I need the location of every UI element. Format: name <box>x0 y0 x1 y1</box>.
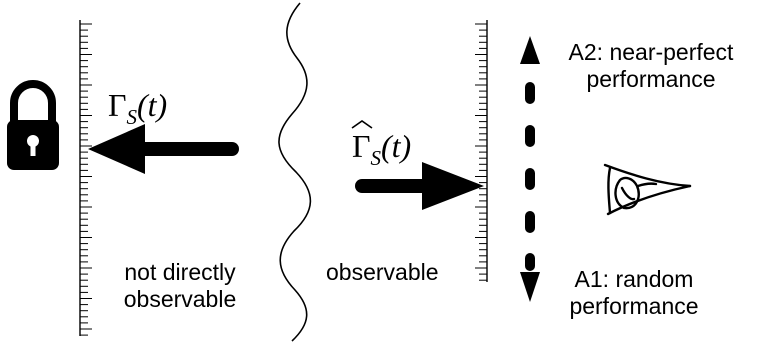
gamma-hat-s-label: Γ S(t) <box>351 120 412 170</box>
gamma-hat-subscript: S <box>370 146 382 170</box>
lock-icon <box>7 80 59 170</box>
left-arrow <box>88 124 239 174</box>
observable-caption: observable <box>326 259 439 285</box>
gamma-subscript: S <box>126 105 138 129</box>
hat-accent <box>351 120 373 129</box>
caption-line-1: not directly <box>124 259 236 285</box>
gamma-symbol: Γ <box>108 87 127 123</box>
not-directly-observable-caption: not directly observable <box>100 259 260 313</box>
gamma-hat-argument: (t) <box>381 128 412 164</box>
a1-caption: A1: random performance <box>545 266 723 320</box>
gamma-s-label: ΓS(t) <box>108 87 168 129</box>
performance-range-arrow <box>520 36 540 302</box>
a2-caption: A2: near-perfect performance <box>545 39 757 93</box>
caption-line-2: observable <box>123 286 237 312</box>
right-arrow <box>355 162 484 210</box>
a1-line-2: performance <box>569 293 699 319</box>
gamma-hat-symbol: Γ <box>352 128 371 164</box>
right-scale <box>475 20 488 282</box>
wavy-divider <box>278 2 312 342</box>
a2-line-2: performance <box>586 66 716 92</box>
left-scale <box>79 20 92 336</box>
a1-line-1: A1: random <box>574 266 694 292</box>
gamma-argument: (t) <box>137 87 168 123</box>
a2-line-1: A2: near-perfect <box>568 39 734 65</box>
eye-icon <box>603 163 692 216</box>
